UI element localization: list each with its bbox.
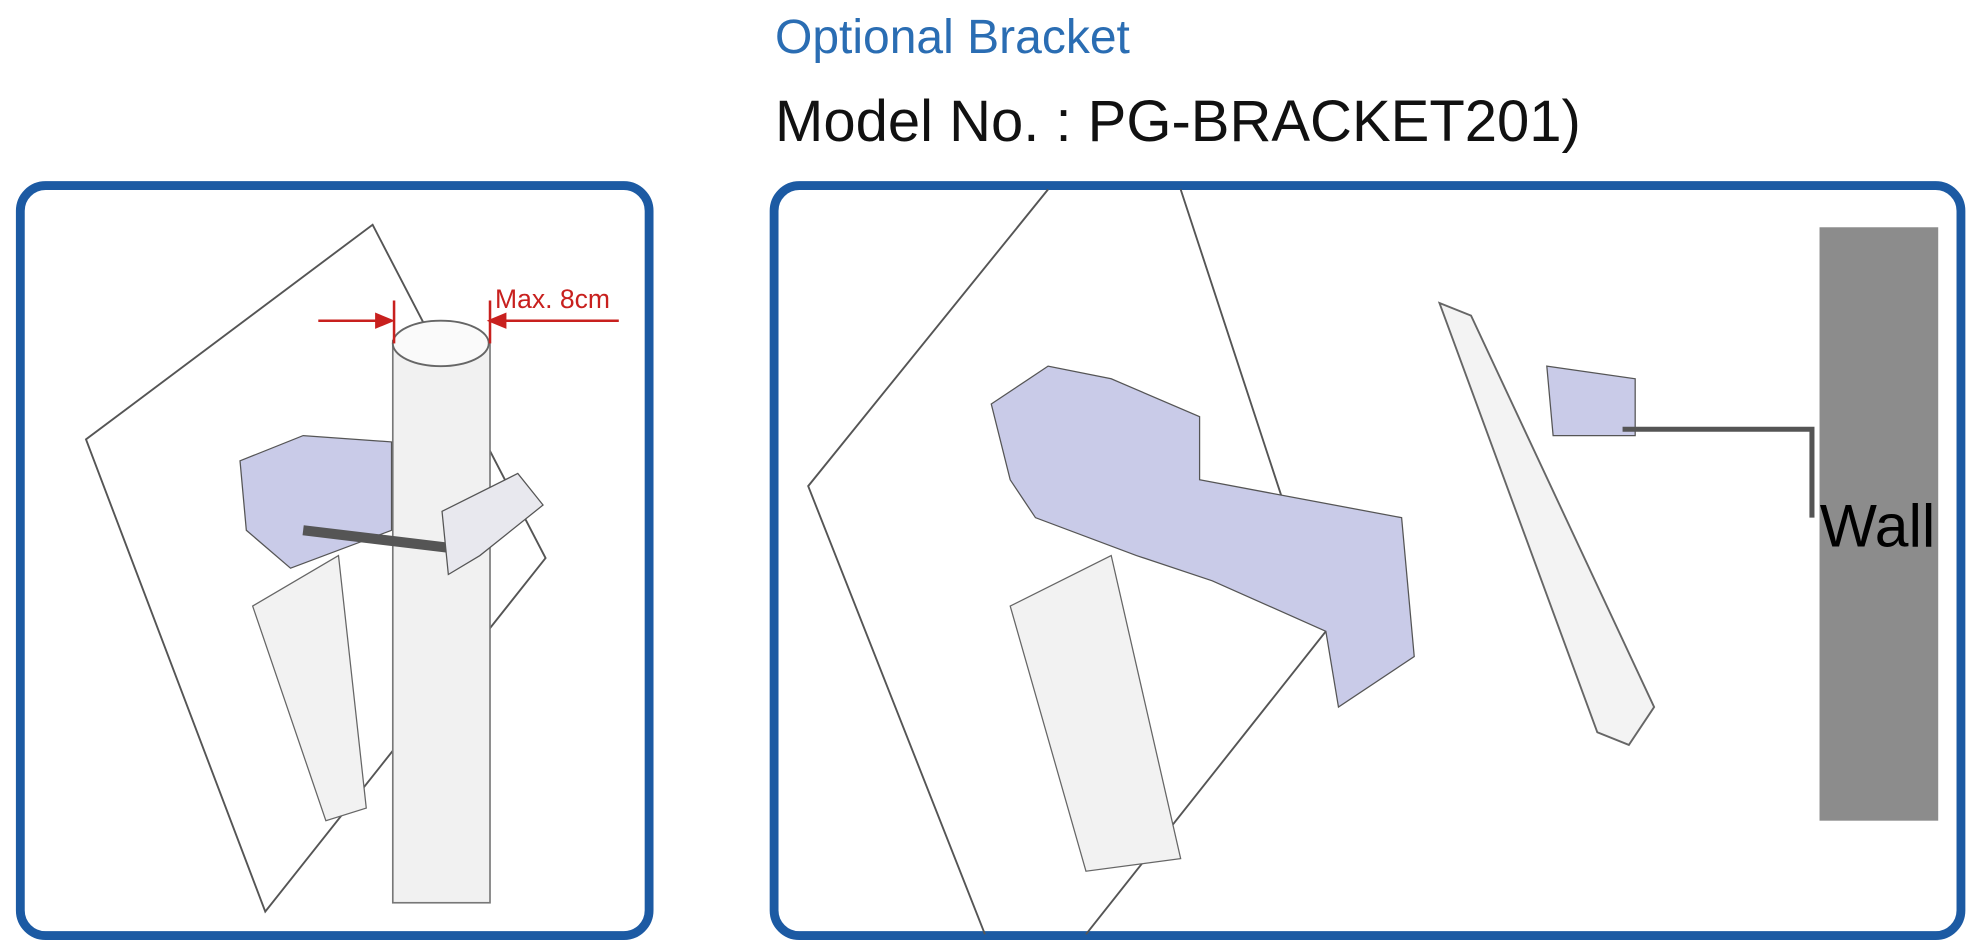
antenna-plate: [807, 188, 1049, 935]
max-diameter-label: Max. 8cm: [495, 284, 610, 314]
antenna-side-view: [1437, 301, 1656, 747]
wall-mount-panel: Wall: [769, 181, 1966, 941]
model-number: Model No. : PG-BRACKET201): [775, 89, 1581, 154]
section-title: Optional Bracket: [775, 11, 1130, 64]
dimension-marker: [318, 300, 619, 344]
pole: [391, 340, 491, 904]
pole-mount-panel: Max. 8cm: [15, 181, 654, 941]
wall: [1819, 227, 1939, 821]
bracket: [990, 365, 1415, 709]
wall-label: Wall: [1820, 492, 1936, 560]
